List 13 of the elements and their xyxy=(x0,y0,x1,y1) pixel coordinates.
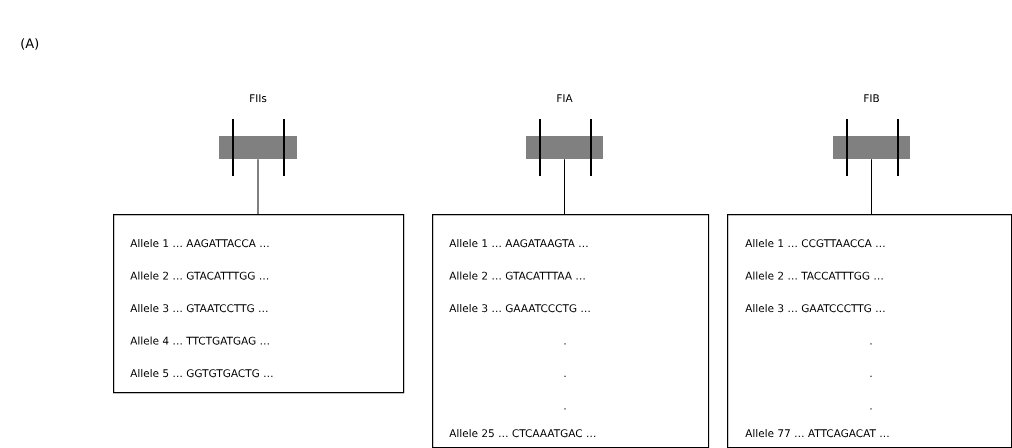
allele-box: Allele 1 … AAGATTACCA … Allele 2 … GTACATTTGG … Allele 3 … GTAATCCTTG … Allele 4 … TTCTGATGAG … Allele 5 … GGTGTGACTG … xyxy=(113,214,405,394)
connector-line xyxy=(871,158,872,215)
panel-label: (A) xyxy=(21,38,39,50)
connector-line xyxy=(564,158,565,215)
gene-label: FIB xyxy=(864,94,879,102)
allele-box: Allele 1 … CCGTTAACCA … Allele 2 … TACCATTTGG … Allele 3 … GAATCCCTTG … . . . Allele 77 … ATTCAGACAT … xyxy=(727,214,1012,448)
gene-bar xyxy=(219,118,297,177)
gene-label: FIA xyxy=(557,94,573,102)
gene-label: FIIs xyxy=(250,94,267,103)
connector-line xyxy=(257,158,259,215)
allele-box: Allele 1 … AAGATAAGTA … Allele 2 … GTACATTTAA … Allele 3 … GAAATCCCTG … . . . Allele 25 … CTCAAATGAC … xyxy=(432,214,710,448)
gene-bar xyxy=(833,118,910,177)
gene-bar xyxy=(526,118,603,177)
